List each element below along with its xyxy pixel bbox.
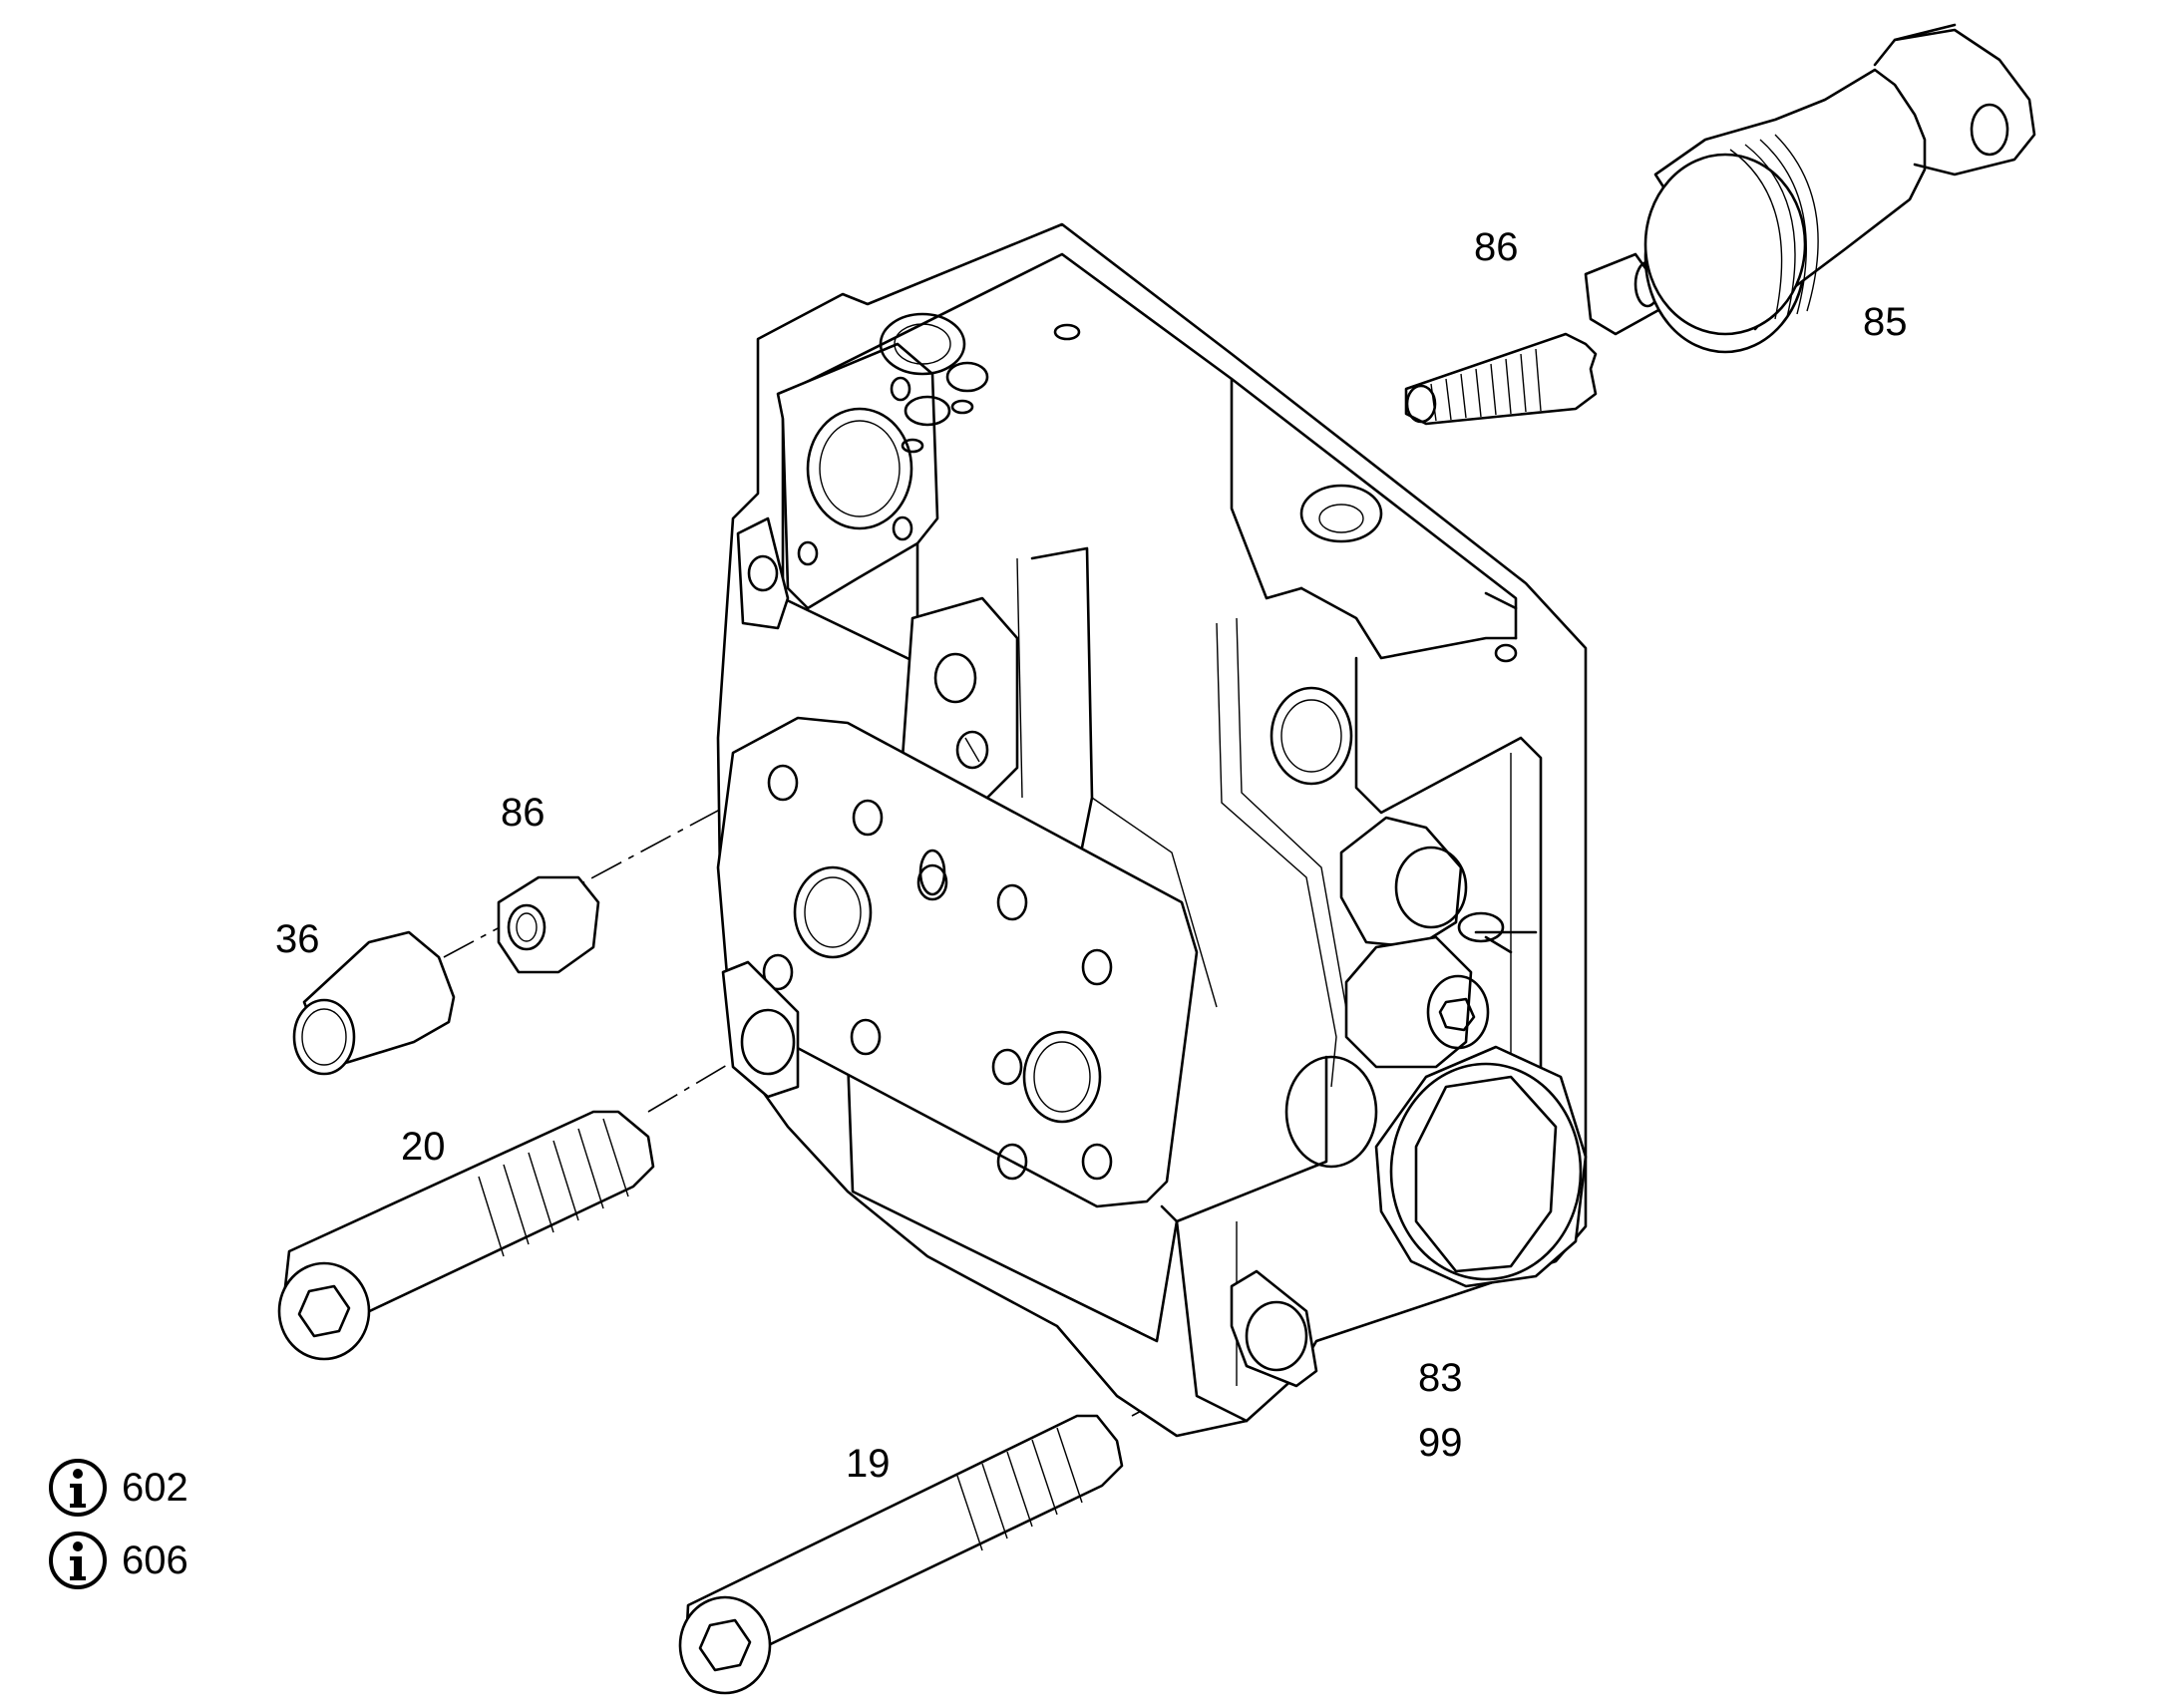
part-86-stud [1404,252,1662,426]
center-tab [901,596,1019,800]
left-mounting-lug [736,516,790,630]
info-icon [48,1531,108,1590]
top-flange-plate [776,312,966,610]
top-surface-holes [901,323,1518,663]
bottom-right-lug [1230,1269,1318,1388]
part-86-nut [497,875,600,974]
info-ref-606[interactable]: 606 [48,1531,188,1590]
callout-99: 99 [1418,1421,1463,1465]
info-icon [48,1458,108,1518]
callout-85: 85 [1863,300,1908,344]
callout-20: 20 [401,1125,446,1169]
info-ref-label: 606 [122,1537,188,1582]
right-port-ring [1270,686,1353,786]
callout-36: 36 [275,917,320,961]
hex-plug [1344,935,1490,1069]
valve-housing [716,222,1588,1438]
part-36-cone-seal [292,930,456,1076]
part-20-cap-screw [277,1110,655,1361]
front-flange [716,716,1199,1208]
info-ref-602[interactable]: 602 [48,1458,188,1518]
callout-86-stud: 86 [1474,225,1519,269]
callout-19: 19 [846,1442,891,1486]
filter-cap [1374,1045,1588,1288]
callout-86-nut: 86 [501,791,545,835]
side-plug-assembly [1339,816,1538,954]
left-lower-lug [721,960,800,1099]
part-19-cap-screw [678,1414,1124,1695]
callout-83: 83 [1418,1356,1463,1400]
lower-port [1284,1055,1378,1169]
info-ref-label: 602 [122,1465,188,1510]
part-85-piston [1643,23,2036,354]
